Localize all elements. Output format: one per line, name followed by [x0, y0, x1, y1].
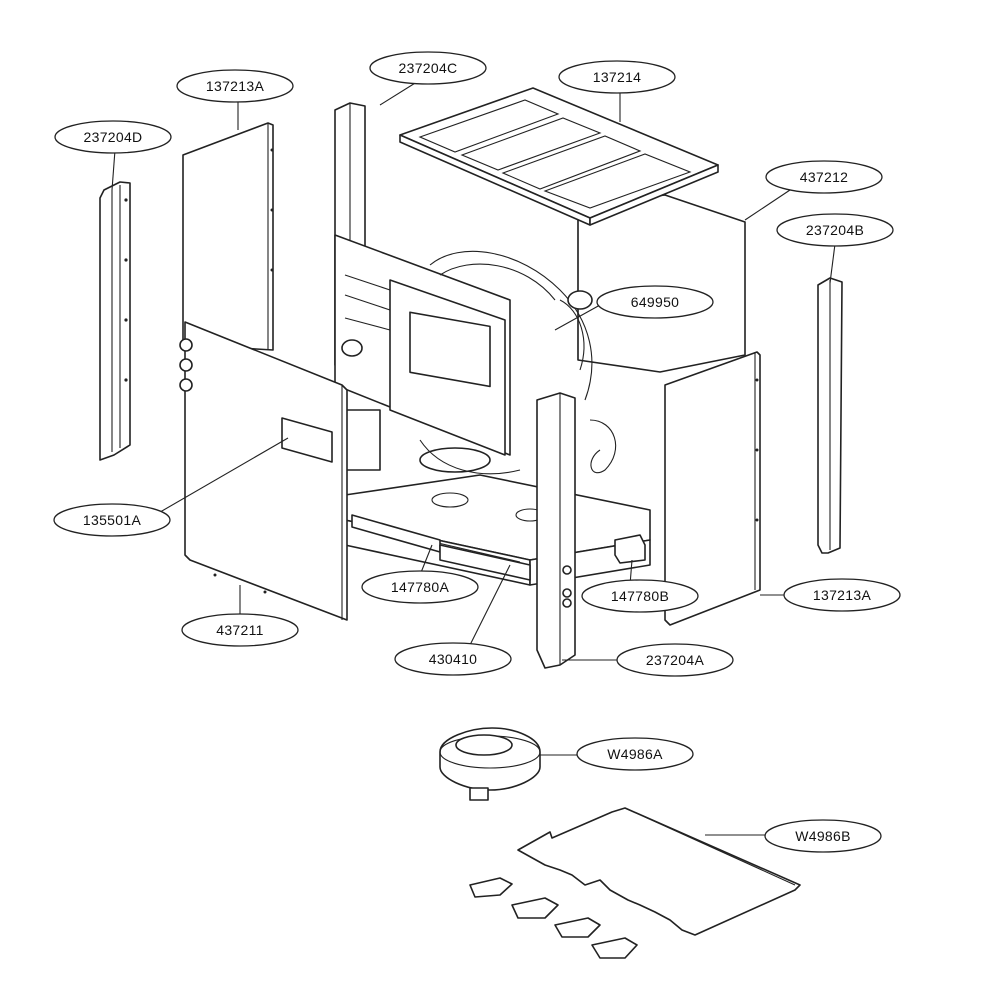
callout-label: 135501A [83, 512, 142, 528]
leader-lines [111, 79, 836, 836]
callout-237204D: 237204D [54, 120, 172, 154]
callout-W4986A: W4986A [576, 737, 694, 771]
callout-237204C: 237204C [369, 51, 487, 85]
callout-437212: 437212 [765, 160, 883, 194]
callout-label: 137214 [593, 69, 642, 85]
callout-label: 237204A [646, 652, 705, 668]
part-corner-post-left-237204D [99, 181, 131, 461]
callout-147780B: 147780B [581, 579, 699, 613]
callout-label: 437212 [800, 169, 849, 185]
callout-label: 237204B [806, 222, 864, 238]
callout-237204B: 237204B [776, 213, 894, 247]
callout-label: W4986A [607, 746, 663, 762]
part-side-panel-front-right-137213A [664, 351, 761, 626]
callout-137213A-right: 137213A [783, 578, 901, 612]
part-foot-147780B [614, 534, 646, 564]
part-side-panel-rear-left-137213A [182, 122, 274, 351]
callout-137213A-top: 137213A [176, 69, 294, 103]
callout-237204A: 237204A [616, 643, 734, 677]
callout-label: 147780A [391, 579, 450, 595]
part-front-panel-437211 [179, 321, 348, 621]
part-top-panel-137214 [399, 87, 719, 226]
callout-label: 237204D [84, 129, 143, 145]
callout-W4986B: W4986B [764, 819, 882, 853]
part-rear-panel-437212 [577, 194, 746, 373]
part-corner-post-right-237204B [817, 277, 843, 554]
part-base-sheet-W4986B [469, 807, 801, 959]
callout-147780A: 147780A [361, 570, 479, 604]
callout-135501A: 135501A [53, 503, 171, 537]
part-front-rail-430410 [439, 544, 531, 581]
part-cap-W4986A [439, 727, 541, 801]
callout-label: W4986B [795, 828, 851, 844]
callout-649950: 649950 [596, 285, 714, 319]
part-internal-mechanics [334, 234, 617, 475]
callout-label: 437211 [216, 622, 263, 638]
callout-label: 430410 [429, 651, 478, 667]
callout-label: 649950 [631, 294, 680, 310]
callout-430410: 430410 [394, 642, 512, 676]
part-label-plate-135501A [281, 417, 333, 463]
callout-label: 147780B [611, 588, 669, 604]
callout-label: 137213A [206, 78, 265, 94]
callout-137214: 137214 [558, 60, 676, 94]
part-corner-post-front-237204A [536, 392, 576, 669]
callout-label: 137213A [813, 587, 872, 603]
callout-label: 237204C [399, 60, 458, 76]
callout-437211: 437211 [181, 613, 299, 647]
